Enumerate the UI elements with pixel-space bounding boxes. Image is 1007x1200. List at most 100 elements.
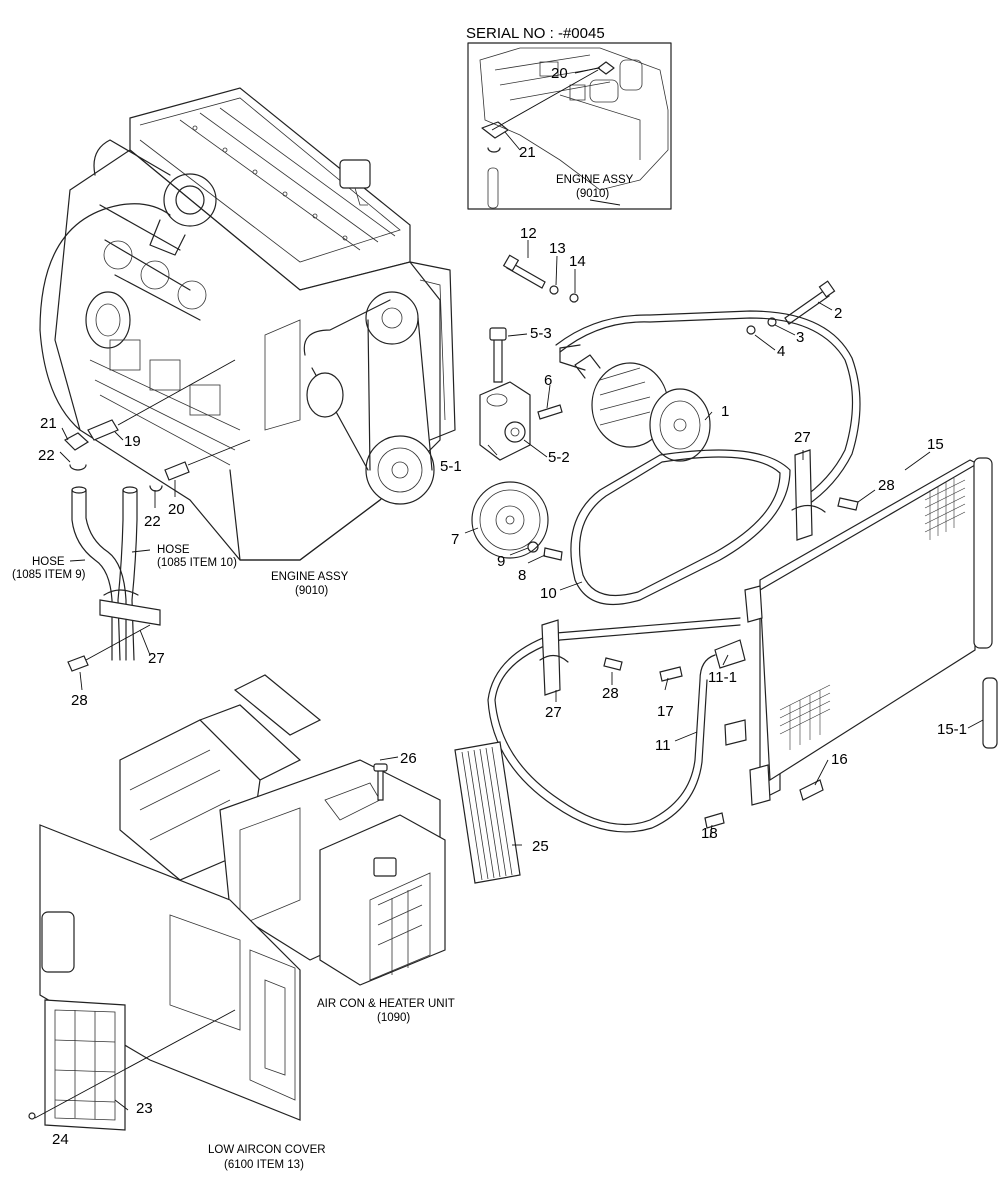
bracket-5-1 xyxy=(479,381,531,461)
liquid-line-11 xyxy=(494,624,741,826)
engine-fittings xyxy=(64,359,251,492)
leader-inset-engine xyxy=(589,199,621,206)
drier-15-1 xyxy=(982,677,998,749)
clamp-22b xyxy=(149,485,163,492)
inset-engine-caption-1: ENGINE ASSY xyxy=(556,174,634,186)
callout-27-a: 27 xyxy=(148,650,165,667)
bolt-28-mid xyxy=(603,657,623,671)
serial-inset: SERIAL NO : -#0045 20 21 ENGINE ASSY (90… xyxy=(466,25,672,210)
callout-25: 25 xyxy=(532,838,549,855)
hose-right-caption-2: (1085 ITEM 10) xyxy=(157,557,237,569)
callout-5-1: 5-1 xyxy=(440,458,462,475)
engine-caption-1: ENGINE ASSY xyxy=(271,571,349,583)
callout-14: 14 xyxy=(569,253,586,270)
washer-9 xyxy=(527,541,539,553)
callout-6: 6 xyxy=(544,372,552,389)
hose-left-caption-2: (1085 ITEM 9) xyxy=(12,569,86,581)
callout-22-b: 22 xyxy=(144,513,161,530)
callout-18: 18 xyxy=(701,825,718,842)
fitting-19 xyxy=(87,419,119,441)
inset-engine-sketch xyxy=(479,47,669,209)
bolt-16 xyxy=(799,779,824,801)
bolt-8 xyxy=(543,547,563,561)
callout-10: 10 xyxy=(540,585,557,602)
callout-5-2: 5-2 xyxy=(548,449,570,466)
filter-23 xyxy=(44,999,126,1131)
callout-labels: 1 2 3 4 5-1 5-2 5-3 6 7 8 9 10 11 11-1 1… xyxy=(38,225,967,1148)
inset-engine-caption-2: (9010) xyxy=(576,188,609,200)
bolt-17 xyxy=(659,666,683,682)
callout-26: 26 xyxy=(400,750,417,767)
heater-hoses: HOSE (1085 ITEM 9) HOSE (1085 ITEM 10) xyxy=(12,486,237,672)
screw-24 xyxy=(28,1112,36,1120)
callout-16: 16 xyxy=(831,751,848,768)
engine-caption-2: (9010) xyxy=(295,585,328,597)
leader-inset-20 xyxy=(574,67,599,74)
fitting-21 xyxy=(64,432,89,451)
callout-27-c: 27 xyxy=(794,429,811,446)
callout-23: 23 xyxy=(136,1100,153,1117)
callout-17: 17 xyxy=(657,703,674,720)
hose-right-caption-1: HOSE xyxy=(157,544,190,556)
callout-11-1: 11-1 xyxy=(708,669,737,686)
callout-1: 1 xyxy=(721,403,729,420)
bolt-28-left xyxy=(67,655,89,672)
aircon-caption-1: AIR CON & HEATER UNIT xyxy=(317,998,455,1010)
callout-28-b: 28 xyxy=(602,685,619,702)
clamp-27-top xyxy=(791,504,826,513)
callout-9: 9 xyxy=(497,553,505,570)
callout-13: 13 xyxy=(549,240,566,257)
bolt-6 xyxy=(537,404,563,420)
bolt-28-top xyxy=(837,497,859,511)
callout-24: 24 xyxy=(52,1131,69,1148)
callout-12: 12 xyxy=(520,225,537,242)
compressor-clutch xyxy=(649,388,711,462)
leader-inset-20b xyxy=(491,69,599,131)
callout-22-a: 22 xyxy=(38,447,55,464)
callout-20-inset: 20 xyxy=(551,65,568,82)
cover-caption-2: (6100 ITEM 13) xyxy=(224,1159,304,1171)
callout-2: 2 xyxy=(834,305,842,322)
callout-21: 21 xyxy=(40,415,57,432)
callout-28-c: 28 xyxy=(878,477,895,494)
aircon-caption-2: (1090) xyxy=(377,1012,410,1024)
flywheel-housing xyxy=(39,203,171,331)
screw-26 xyxy=(377,769,384,801)
crank-pulley xyxy=(365,435,435,505)
leader-19-engine xyxy=(117,359,236,426)
fitting-20 xyxy=(164,461,190,481)
callout-8: 8 xyxy=(518,567,526,584)
leader-inset-21 xyxy=(504,131,521,151)
condenser-group xyxy=(487,449,998,833)
pulley-7 xyxy=(471,481,549,559)
discharge-hose xyxy=(559,317,854,501)
callout-20: 20 xyxy=(168,501,185,518)
compressor-group xyxy=(471,254,861,606)
fitting-11-1 xyxy=(714,639,746,669)
washer-14 xyxy=(569,293,579,303)
belt-10 xyxy=(570,449,791,606)
receiver-drier xyxy=(973,457,993,649)
aircon-unit-group: AIR CON & HEATER UNIT (1090) xyxy=(119,674,455,1024)
bolt-5-3 xyxy=(493,337,503,383)
callout-19: 19 xyxy=(124,433,141,450)
serial-note: SERIAL NO : -#0045 xyxy=(466,25,605,42)
compressor-port xyxy=(559,344,586,371)
callout-4: 4 xyxy=(777,343,785,360)
turbo xyxy=(163,173,217,227)
callout-28-a: 28 xyxy=(71,692,88,709)
leader-lines xyxy=(34,240,984,1119)
callout-3: 3 xyxy=(796,329,804,346)
callout-15: 15 xyxy=(927,436,944,453)
washer-3 xyxy=(767,317,777,327)
low-aircon-cover: LOW AIRCON COVER (6100 ITEM 13) xyxy=(28,824,326,1171)
hose-clamp-27 xyxy=(99,599,161,626)
hose-left xyxy=(71,489,113,661)
callout-27-b: 27 xyxy=(545,704,562,721)
bolt-18 xyxy=(704,812,725,829)
hose-right xyxy=(117,489,124,661)
hose-left-caption-1: HOSE xyxy=(32,556,65,568)
callout-7: 7 xyxy=(451,531,459,548)
idler-5-2 xyxy=(504,421,526,443)
